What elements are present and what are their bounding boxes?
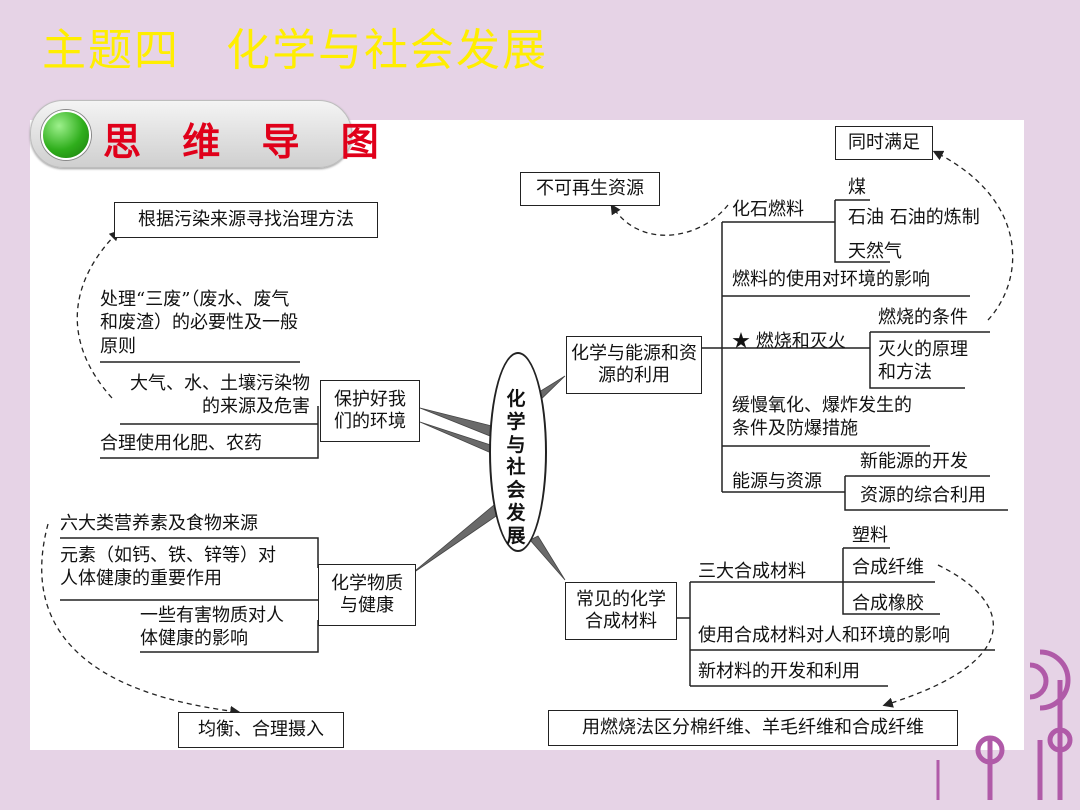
plastic-text: 塑料 bbox=[852, 525, 888, 546]
nonrenewable-box: 不可再生资源 bbox=[520, 172, 660, 206]
energy-resources-node: 化学与能源和资源的利用 bbox=[566, 336, 702, 394]
health-label: 化学物质与健康 bbox=[331, 572, 403, 617]
combustion-condition-text: 燃烧的条件 bbox=[878, 307, 968, 328]
balanced-intake-box: 均衡、合理摄入 bbox=[178, 712, 344, 748]
synthetic-rubber-text: 合成橡胶 bbox=[852, 593, 924, 614]
fiber-identification-label: 用燃烧法区分棉纤维、羊毛纤维和合成纤维 bbox=[582, 716, 924, 738]
badge-label: 思 维 导 图 bbox=[103, 120, 393, 164]
materials-label: 常见的化学合成材料 bbox=[576, 588, 666, 633]
fire-extinguishing-text: 灭火的原理和方法 bbox=[878, 339, 968, 384]
pollution-treatment-box: 根据污染来源寻找治理方法 bbox=[114, 202, 378, 238]
synthetic-fiber-text: 合成纤维 bbox=[852, 557, 924, 578]
coal-text: 煤 bbox=[848, 177, 866, 198]
mindmap-badge: 思 维 导 图 bbox=[30, 100, 379, 168]
center-node bbox=[489, 352, 547, 552]
green-dot-icon bbox=[41, 110, 91, 160]
natural-gas-text: 天然气 bbox=[848, 241, 902, 262]
nutrients-text: 六大类营养素及食物来源 bbox=[60, 513, 258, 534]
pollution-treatment-label: 根据污染来源寻找治理方法 bbox=[138, 208, 354, 230]
material-impact-text: 使用合成材料对人和环境的影响 bbox=[698, 625, 950, 646]
elements-text: 元素（如钙、铁、锌等）对人体健康的重要作用 bbox=[60, 545, 276, 590]
balanced-intake-label: 均衡、合理摄入 bbox=[198, 718, 324, 740]
three-materials-text: 三大合成材料 bbox=[698, 561, 806, 582]
three-wastes-text: 处理“三废”（废水、废气和废渣）的必要性及一般原则 bbox=[100, 289, 298, 357]
energy-resource-text: 能源与资源 bbox=[732, 471, 822, 492]
fertilizer-text: 合理使用化肥、农药 bbox=[100, 433, 262, 454]
comprehensive-use-text: 资源的综合利用 bbox=[860, 485, 986, 506]
fuel-environment-text: 燃料的使用对环境的影响 bbox=[732, 269, 930, 290]
fiber-identification-box: 用燃烧法区分棉纤维、羊毛纤维和合成纤维 bbox=[548, 710, 958, 746]
fossil-fuel-text: 化石燃料 bbox=[732, 199, 804, 220]
nonrenewable-label: 不可再生资源 bbox=[536, 177, 644, 199]
chemistry-health-node: 化学物质与健康 bbox=[318, 564, 416, 626]
combustion-text: ★ 燃烧和灭火 bbox=[732, 331, 846, 352]
both-satisfied-label: 同时满足 bbox=[848, 131, 920, 153]
slow-oxidation-text: 缓慢氧化、爆炸发生的条件及防爆措施 bbox=[732, 395, 912, 440]
new-energy-text: 新能源的开发 bbox=[860, 451, 968, 472]
harmful-substances-text: 一些有害物质对人体健康的影响 bbox=[140, 605, 284, 650]
synthetic-materials-node: 常见的化学合成材料 bbox=[565, 582, 677, 640]
petroleum-text: 石油 石油的炼制 bbox=[848, 207, 980, 228]
pollutant-source-text: 大气、水、土壤污染物的来源及危害 bbox=[130, 373, 310, 418]
protect-environment-node: 保护好我们的环境 bbox=[320, 380, 420, 442]
slide-title: 主题四 化学与社会发展 bbox=[42, 25, 548, 76]
both-satisfied-box: 同时满足 bbox=[835, 126, 933, 160]
center-label: 化学与社会发展 bbox=[506, 388, 526, 547]
energy-label: 化学与能源和资源的利用 bbox=[571, 342, 697, 387]
new-materials-text: 新材料的开发和利用 bbox=[698, 661, 860, 682]
protect-label: 保护好我们的环境 bbox=[334, 388, 406, 433]
